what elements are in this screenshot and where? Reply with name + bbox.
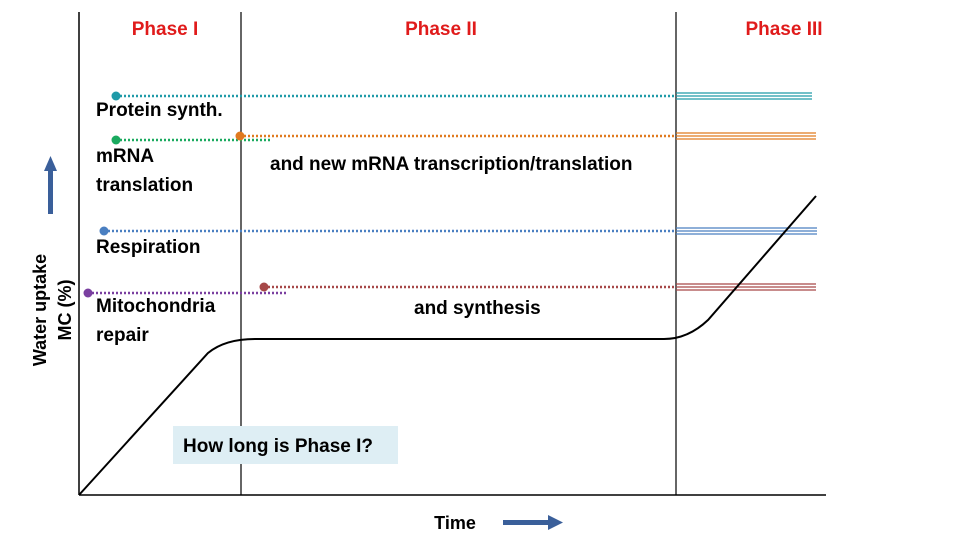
mrna-label-line2: translation (96, 175, 193, 196)
mito-label-line2: repair (96, 325, 149, 346)
water-uptake-curve (78, 195, 817, 496)
respiration-label: Respiration (96, 237, 201, 258)
phase-label-2: Phase II (405, 19, 477, 40)
mito-phase2-marker (259, 282, 269, 292)
protein-marker (111, 91, 121, 101)
y-axis-label-line2: MC (%) (55, 280, 75, 341)
mito-label-line1: Mitochondria (96, 296, 216, 317)
mrna-marker (111, 135, 121, 145)
x-axis-label: Time (434, 513, 476, 533)
mrna-phase2-marker (235, 131, 245, 141)
question-text: How long is Phase I? (183, 436, 373, 457)
mito-phase2-label: and synthesis (414, 298, 541, 319)
mito-marker (83, 288, 93, 298)
mrna-label-line1: mRNA (96, 146, 154, 167)
phase-label-3: Phase III (745, 19, 822, 40)
mrna-phase2-label: and new mRNA transcription/translation (270, 154, 632, 175)
y-arrow-icon (44, 156, 57, 214)
x-arrow-icon (503, 515, 563, 530)
protein-label: Protein synth. (96, 100, 223, 121)
y-axis-label-line1: Water uptake (30, 254, 50, 366)
question-box (173, 426, 398, 464)
phase-label-1: Phase I (132, 19, 199, 40)
respiration-marker (99, 226, 109, 236)
